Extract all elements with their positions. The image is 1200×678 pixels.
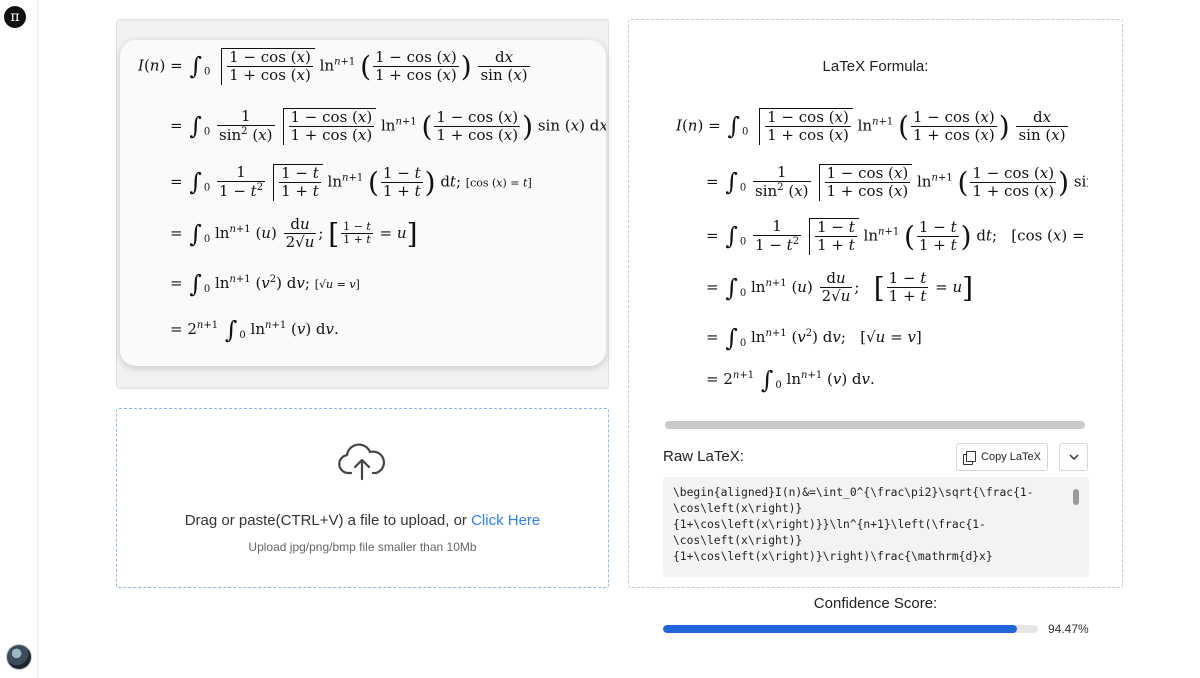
upload-prompt: Drag or paste(CTRL+V) a file to upload, … [184, 512, 472, 529]
copy-options-dropdown[interactable] [1059, 443, 1088, 471]
raw-latex-scrollbar[interactable] [1073, 489, 1079, 505]
raw-latex-heading: Raw LaTeX: [663, 448, 744, 465]
click-here-link[interactable]: Click Here [471, 512, 541, 529]
formula-line: = ∫0 lnn+1 (v2) dv; [√u = v] [706, 324, 922, 352]
chevron-down-icon [1068, 454, 1079, 460]
cloud-upload-icon [338, 443, 385, 481]
formula-horizontal-scrollbar[interactable] [665, 421, 1085, 429]
formula-line: I(n) = ∫0 1 − cos (x)1 + cos (x) lnn+1 (… [676, 107, 1068, 145]
rendered-formula: I(n) = ∫0 1 − cos (x)1 + cos (x) lnn+1 (… [662, 100, 1088, 430]
raw-latex-textarea[interactable]: \begin{aligned}I(n)&=\int_0^{\frac\pi2}\… [663, 477, 1089, 577]
image-preview-panel: I(n) = ∫0 1 − cos (x)1 + cos (x) lnn+1 (… [116, 19, 609, 389]
preview-formula-line: = 2n+1 ∫0 lnn+1 (v) dv. [170, 316, 339, 344]
upload-dropzone[interactable]: Drag or paste(CTRL+V) a file to upload, … [116, 408, 609, 588]
confidence-bar [663, 625, 1038, 633]
preview-formula-line: = ∫0 lnn+1 (v2) dv; [√u = v] [170, 270, 360, 298]
user-avatar[interactable] [6, 644, 32, 670]
confidence-bar-fill [663, 625, 1018, 633]
formula-line: = 2n+1 ∫0 lnn+1 (v) dv. [706, 366, 875, 394]
upload-instructions: Drag or paste(CTRL+V) a file to upload, … [117, 512, 608, 529]
confidence-value: 94.47% [1048, 622, 1089, 636]
app-logo-icon[interactable]: π [4, 6, 26, 28]
preview-formula-line: I(n) = ∫0 1 − cos (x)1 + cos (x) lnn+1 (… [138, 47, 530, 85]
raw-latex-code: \begin{aligned}I(n)&=\int_0^{\frac\pi2}\… [673, 486, 1034, 563]
confidence-heading: Confidence Score: [813, 595, 938, 612]
upload-hint: Upload jpg/png/bmp file smaller than 10M… [248, 540, 477, 554]
copy-icon [963, 450, 977, 465]
sidebar: π [0, 0, 38, 678]
latex-formula-heading: LaTeX Formula: [822, 58, 929, 75]
copy-latex-label: Copy LaTeX [981, 451, 1041, 463]
uploaded-image: I(n) = ∫0 1 − cos (x)1 + cos (x) lnn+1 (… [120, 40, 606, 366]
result-panel: LaTeX Formula: I(n) = ∫0 1 − cos (x)1 + … [628, 19, 1123, 588]
copy-latex-button[interactable]: Copy LaTeX [956, 443, 1048, 471]
